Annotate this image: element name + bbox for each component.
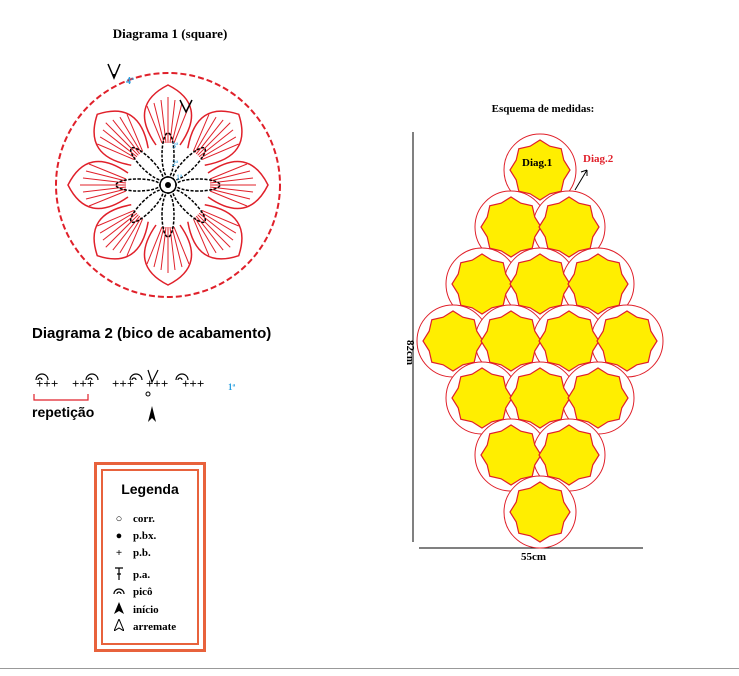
petal [187,110,243,166]
end-arrow-icon [107,63,121,80]
chain-icon: ○ [115,513,123,525]
legend-item: ○corr. [113,513,155,525]
flower-motif [567,253,629,315]
flower-motif [538,196,600,258]
legend-title: Legenda [121,481,179,497]
diag1-label: Diag.1 [522,157,552,169]
legend-box: Legenda ○corr. ●p.bx. +p.b. p.a. picô in… [94,462,206,652]
petal [143,224,193,286]
petal-group [67,84,269,286]
diagram2-chart: +++ +++ +++ +++ +++ 1ª [33,369,236,422]
start-arrow-icon [148,406,156,422]
flower-motif [509,481,571,543]
flower-group [422,139,658,543]
picot-icon [35,373,49,381]
single-crochet-icon: + [115,547,123,559]
slip-stitch-icon: ● [115,530,123,542]
petal [207,160,269,210]
stitch-row: +++ [112,376,134,391]
schema-title: Esquema de medidas: [491,103,595,115]
picot-icon [175,373,189,381]
flower-motif [538,310,600,372]
diagram1-title: Diagrama 1 (square) [112,26,228,41]
flower-motif [538,424,600,486]
round2-label: 2ª [172,159,179,168]
end-arrow-icon [179,99,193,114]
flower-motif [567,367,629,429]
diag2-label: Diag.2 [583,153,614,165]
chain-icon [145,391,151,397]
repeat-label: repetição [32,404,95,420]
repeat-bracket [33,394,89,401]
flower-motif [509,367,571,429]
flower-motif [451,253,513,315]
flower-motif [451,367,513,429]
flower-motif [422,310,484,372]
petal [143,84,193,146]
end-arrow-icon [147,369,159,384]
stitch-row: +++ [146,376,168,391]
legend-item: picô [113,585,153,598]
stitch-row: +++ [182,376,204,391]
legend-item: p.a. [113,566,150,583]
schema-chart: 82cm 55cm Diag.1 Diag.2 [404,132,664,560]
page-divider [0,668,739,669]
petal [93,204,149,260]
flower-motif [480,196,542,258]
height-label: 82cm [404,340,416,365]
diagram2-title: Diagrama 2 (bico de acabamento) [32,325,272,342]
round4-label: 4ª [126,76,134,87]
center-dot [165,182,171,188]
row-label: 1ª [228,382,236,392]
outer-ring [55,72,281,298]
flower-motif [596,310,658,372]
center-ring [159,176,177,194]
stitch-row: +++ [72,376,94,391]
picot-icon [129,373,143,381]
round3-label: 3ª [172,141,179,150]
legend-item: +p.b. [113,547,151,559]
diagram1-chart: 4ª 3ª 2ª 1ª [55,63,281,298]
petal [67,160,129,210]
legend-item: início [113,602,159,617]
round1-label: 1ª [176,173,183,182]
flower-motif [480,310,542,372]
width-label: 55cm [521,551,546,560]
double-crochet-icon [113,566,125,583]
petal [93,110,149,166]
picot-icon [113,585,125,598]
flower-motif [509,139,571,201]
petal [187,204,243,260]
picot-icon [85,373,99,381]
end-arrow-icon [112,617,126,634]
pointer-arrow-icon [574,169,588,191]
legend-item: ●p.bx. [113,530,157,542]
start-arrow-icon [113,602,125,617]
flower-motif [509,253,571,315]
legend-item: arremate [112,617,176,634]
flower-motif [480,424,542,486]
